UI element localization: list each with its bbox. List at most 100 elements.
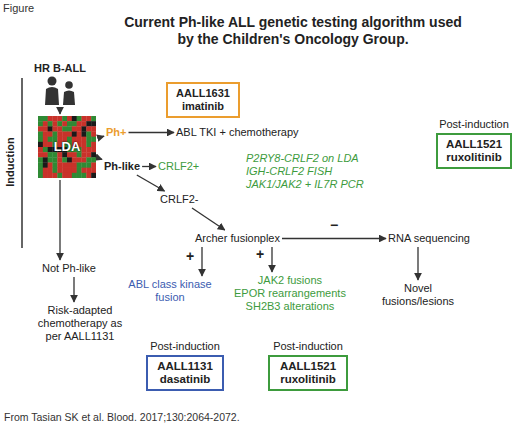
heatmap-cell (86, 157, 91, 162)
heatmap-cell (38, 157, 43, 162)
heatmap-cell (86, 163, 91, 168)
heatmap-cell (82, 173, 87, 178)
flow-arrow (417, 247, 418, 280)
heatmap-cell (38, 152, 43, 157)
heatmap-cell (91, 157, 96, 162)
heatmap-cell (53, 126, 58, 131)
flow-text-node: Not Ph-like (42, 262, 96, 275)
trial-text: AALL1631 (170, 87, 236, 100)
flow-text: IGH-CRLF2 FISH (246, 165, 364, 178)
flow-text: CRLF2- (160, 193, 199, 206)
heatmap-cell (57, 132, 62, 137)
heatmap-cell (86, 173, 91, 178)
phase-heading: Post-induction (436, 118, 512, 131)
heatmap-cell (91, 147, 96, 152)
heatmap-cell (57, 168, 62, 173)
heatmap-cell (82, 116, 87, 121)
heatmap-cell (86, 126, 91, 131)
heatmap-cell (82, 168, 87, 173)
flow-text-node: Ph-like (104, 160, 140, 173)
flow-text-node: Archer fusionplex (195, 232, 280, 245)
heatmap-cell (38, 132, 43, 137)
flow-text-node: Ph+ (106, 126, 126, 139)
patient-icons (30, 75, 90, 105)
heatmap-cell (82, 137, 87, 142)
flow-arrow (142, 166, 156, 167)
trial-box: AALL1521ruxolitinib (268, 355, 348, 391)
heatmap-cell (53, 132, 58, 137)
heatmap-cell (91, 137, 96, 142)
heatmap-cell (43, 142, 48, 147)
flow-arrow (271, 247, 272, 272)
flow-text: Risk-adapted chemotherapy as per AALL113… (30, 304, 130, 343)
trial-box: AALL1521ruxolitinib (436, 133, 512, 169)
heatmap-cell (53, 163, 58, 168)
heatmap-cell (57, 126, 62, 131)
heatmap-cell (38, 147, 43, 152)
heatmap-cell (62, 121, 67, 126)
trial-text: AALL1131 (150, 360, 220, 373)
edge-sign: + (182, 249, 198, 263)
heatmap-cell (38, 163, 43, 168)
flow-text: P2RY8-CRLF2 on LDA (246, 152, 364, 165)
heatmap-cell (72, 121, 77, 126)
heatmap-cell (77, 116, 82, 121)
heatmap-cell (72, 126, 77, 131)
flow-arrow (201, 247, 202, 276)
trial-box: AALL1131dasatinib (146, 355, 224, 391)
flow-text-node: P2RY8-CRLF2 on LDAIGH-CRLF2 FISHJAK1/JAK… (246, 152, 364, 191)
heatmap-cell (86, 147, 91, 152)
heatmap-cell (82, 121, 87, 126)
figure-label: Figure (3, 2, 34, 14)
figure-title: Current Ph-like ALL genetic testing algo… (118, 14, 468, 48)
heatmap-cell (48, 152, 53, 157)
flow-text: Novel fusions/lesions (372, 282, 464, 308)
heatmap-cell (86, 137, 91, 142)
heatmap-cell (67, 132, 72, 137)
flow-text-node: ABL TKI + chemotherapy (176, 126, 299, 139)
heatmap-cell (91, 116, 96, 121)
heatmap-cell (82, 142, 87, 147)
heatmap-cell (48, 163, 53, 168)
flow-text: SH2B3 alterations (234, 300, 346, 313)
heatmap-cell (91, 163, 96, 168)
heatmap-cell (86, 152, 91, 157)
heatmap-cell (82, 147, 87, 152)
flow-arrow (98, 136, 104, 138)
heatmap-cell (43, 163, 48, 168)
flow-text: JAK2 fusions (234, 274, 346, 287)
heatmap-cell (67, 168, 72, 173)
heatmap-cell (57, 116, 62, 121)
heatmap-cell (77, 163, 82, 168)
heatmap-cell (57, 157, 62, 162)
heatmap-cell (43, 173, 48, 178)
heatmap-cell (67, 121, 72, 126)
heatmap-cell (91, 126, 96, 131)
heatmap-cell (62, 157, 67, 162)
flow-text-node: Risk-adapted chemotherapy as per AALL113… (30, 304, 130, 343)
heatmap-cell (38, 126, 43, 131)
flow-arrow (73, 277, 74, 302)
heatmap-cell (48, 173, 53, 178)
heatmap-cell (67, 163, 72, 168)
heatmap-cell (62, 173, 67, 178)
flow-text: JAK1/JAK2 + IL7R PCR (246, 178, 364, 191)
heatmap-cell (67, 157, 72, 162)
heatmap-cell (82, 152, 87, 157)
heatmap-cell (62, 163, 67, 168)
trial-text: AALL1521 (440, 138, 508, 151)
flow-text: Not Ph-like (42, 262, 96, 275)
post-induction-node: Post-inductionAALL1131dasatinib (146, 340, 224, 391)
heatmap-cell (72, 157, 77, 162)
heatmap-cell (48, 126, 53, 131)
induction-bracket (21, 78, 23, 248)
heatmap-cell (57, 121, 62, 126)
heatmap-cell (77, 157, 82, 162)
heatmap-cell (48, 157, 53, 162)
flow-text-node: CRLF2+ (158, 160, 199, 173)
heatmap-cell (82, 157, 87, 162)
heatmap-cell (38, 142, 43, 147)
heatmap-cell (77, 168, 82, 173)
heatmap-cell (48, 168, 53, 173)
